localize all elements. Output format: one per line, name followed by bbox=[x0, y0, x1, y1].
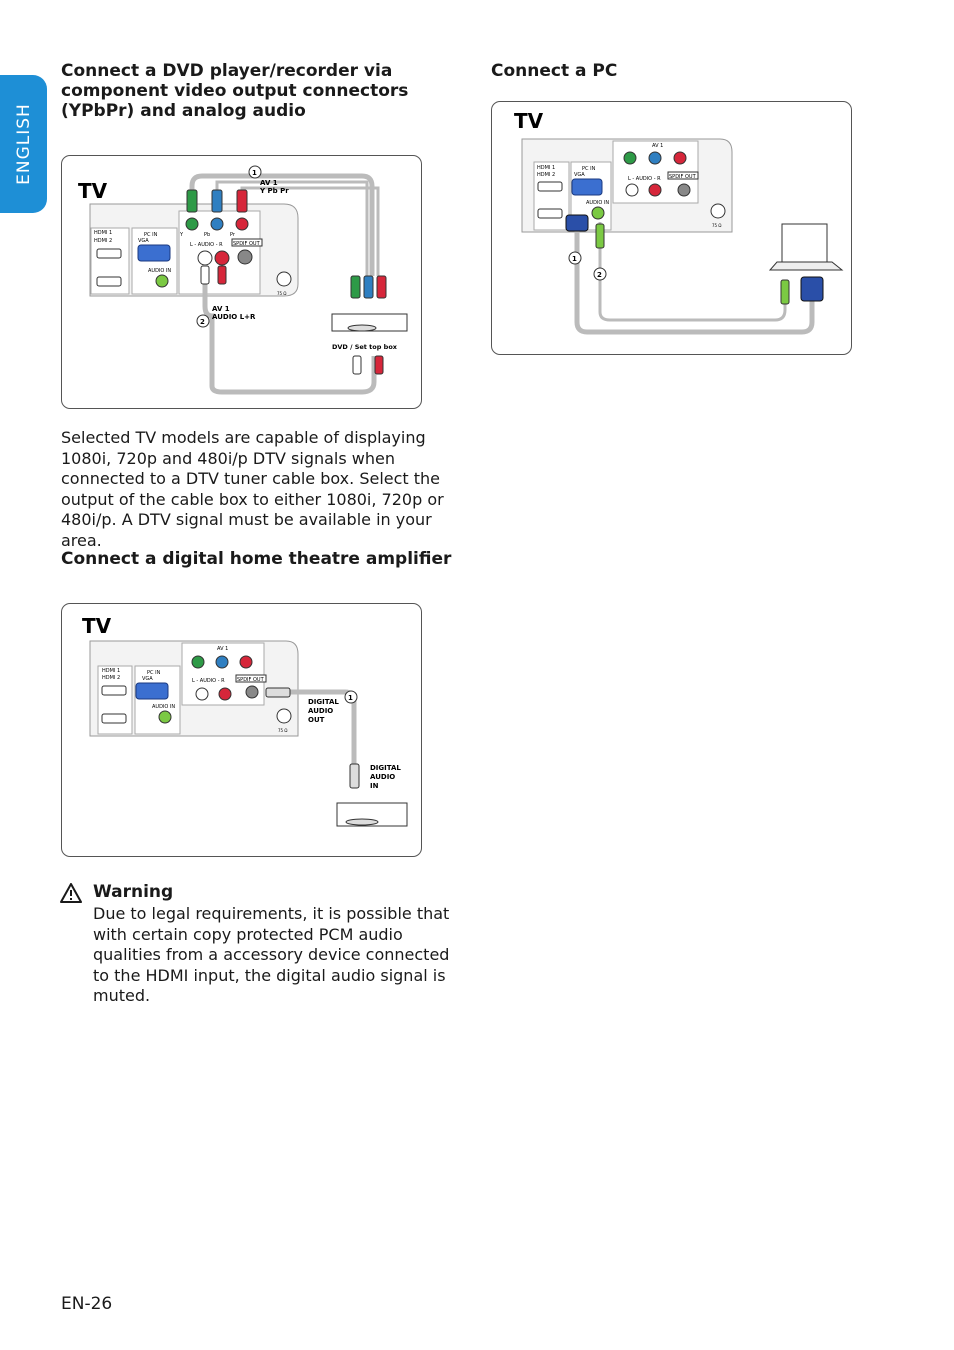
svg-text:HDMI 1: HDMI 1 bbox=[537, 165, 555, 171]
svg-text:AUDIO IN: AUDIO IN bbox=[152, 704, 175, 710]
vga-port bbox=[137, 244, 171, 262]
svg-text:PC IN: PC IN bbox=[582, 166, 596, 172]
amplifier-diagram: TV HDMI 1 HDMI 2 PC IN VGA AUDIO IN AV 1… bbox=[61, 603, 422, 857]
svg-text:HDMI 2: HDMI 2 bbox=[102, 675, 120, 681]
svg-text:SPDIF OUT: SPDIF OUT bbox=[233, 241, 261, 247]
hdmi1-port bbox=[96, 248, 122, 259]
svg-text:AUDIO IN: AUDIO IN bbox=[148, 268, 171, 274]
svg-text:75 Ω: 75 Ω bbox=[278, 728, 287, 733]
pc-diagram: TV HDMI 1 HDMI 2 PC IN VGA AUDIO IN AV 1… bbox=[491, 101, 852, 355]
svg-text:1: 1 bbox=[348, 694, 353, 702]
warning-body: Due to legal requirements, it is possibl… bbox=[93, 904, 450, 1005]
svg-text:L - AUDIO - R: L - AUDIO - R bbox=[192, 678, 225, 684]
dvd-label: DVD / Set top box bbox=[332, 343, 398, 351]
pc-heading: Connect a PC bbox=[491, 61, 618, 81]
svg-text:75 Ω: 75 Ω bbox=[277, 291, 286, 296]
svg-text:VGA: VGA bbox=[138, 238, 149, 244]
svg-text:AV 1: AV 1 bbox=[217, 646, 228, 652]
amplifier-tv-label: TV bbox=[82, 614, 112, 638]
component-tv-label: TV bbox=[78, 179, 108, 203]
svg-text:75 Ω: 75 Ω bbox=[712, 223, 721, 228]
page-number: EN-26 bbox=[61, 1294, 113, 1314]
audio-in-jack bbox=[155, 274, 169, 288]
svg-text:VGA: VGA bbox=[142, 676, 153, 682]
svg-text:VGA: VGA bbox=[574, 172, 585, 178]
svg-text:L - AUDIO - R: L - AUDIO - R bbox=[628, 176, 661, 182]
svg-text:PC IN: PC IN bbox=[144, 232, 158, 238]
svg-text:SPDIF OUT: SPDIF OUT bbox=[237, 677, 265, 683]
amplifier-heading: Connect a digital home theatre amplifier bbox=[61, 549, 452, 569]
svg-text:Pr: Pr bbox=[230, 232, 236, 238]
svg-text:AUDIO IN: AUDIO IN bbox=[586, 200, 609, 206]
warning-title: Warning bbox=[93, 882, 174, 902]
hdmi2-label: HDMI 2 bbox=[94, 238, 112, 244]
hdmi1-label: HDMI 1 bbox=[94, 230, 112, 236]
svg-text:SPDIF OUT: SPDIF OUT bbox=[669, 174, 697, 180]
svg-text:L - AUDIO - R: L - AUDIO - R bbox=[190, 242, 223, 248]
amplifier-diagram-svg: TV HDMI 1 HDMI 2 PC IN VGA AUDIO IN AV 1… bbox=[82, 614, 408, 827]
svg-text:2: 2 bbox=[200, 318, 205, 326]
svg-text:Pb: Pb bbox=[204, 232, 210, 238]
svg-text:HDMI 2: HDMI 2 bbox=[537, 172, 555, 178]
component-diagram-svg: TV HDMI 1 HDMI 2 PC IN VGA AUDIO IN Y Pb… bbox=[78, 165, 408, 395]
component-heading: Connect a DVD player/recorder via compon… bbox=[61, 61, 409, 121]
svg-text:HDMI 1: HDMI 1 bbox=[102, 668, 120, 674]
warning-icon bbox=[60, 883, 82, 903]
svg-text:2: 2 bbox=[597, 271, 602, 279]
language-tab-label: ENGLISH bbox=[13, 103, 34, 185]
dtv-paragraph: Selected TV models are capable of displa… bbox=[61, 428, 444, 550]
svg-text:1: 1 bbox=[252, 169, 257, 177]
language-tab: ENGLISH bbox=[0, 75, 47, 213]
pc-tv-label: TV bbox=[514, 109, 544, 133]
svg-text:Y: Y bbox=[179, 232, 184, 238]
svg-text:AV 1: AV 1 bbox=[652, 143, 663, 149]
pc-diagram-svg: TV HDMI 1 HDMI 2 PC IN VGA AUDIO IN AV 1… bbox=[514, 109, 844, 335]
hdmi2-port bbox=[96, 276, 122, 287]
component-diagram: TV HDMI 1 HDMI 2 PC IN VGA AUDIO IN Y Pb… bbox=[61, 155, 422, 409]
svg-text:1: 1 bbox=[572, 255, 577, 263]
svg-text:PC IN: PC IN bbox=[147, 670, 161, 676]
